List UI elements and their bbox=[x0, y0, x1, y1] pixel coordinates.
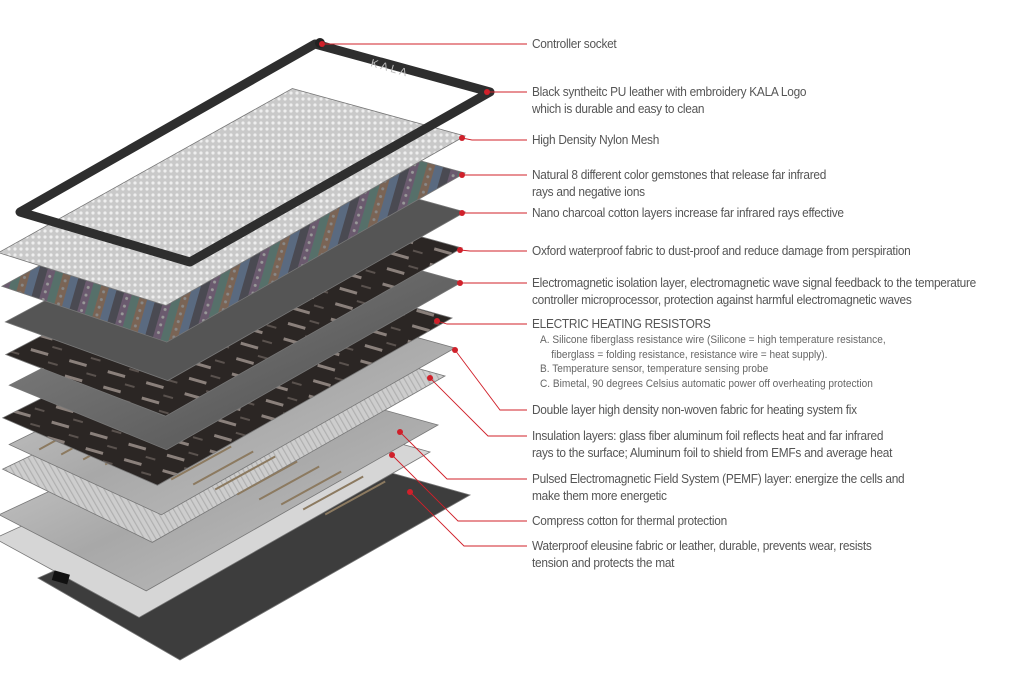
marker-dot bbox=[452, 347, 458, 353]
leader-line bbox=[399, 431, 527, 480]
label-line: Waterproof eleusine fabric or leather, d… bbox=[532, 538, 872, 553]
frame-border bbox=[15, 39, 495, 267]
pemf-pad bbox=[51, 570, 70, 585]
label-line: Oxford waterproof fabric to dust-proof a… bbox=[532, 243, 911, 258]
label-em-isolation: Electromagnetic isolation layer, electro… bbox=[532, 274, 976, 308]
leader-line bbox=[391, 454, 527, 522]
marker-dot bbox=[397, 429, 403, 435]
label-line: which is durable and easy to clean bbox=[532, 101, 705, 116]
marker-dot bbox=[427, 375, 433, 381]
marker-dot bbox=[459, 210, 465, 216]
label-line: make them more energetic bbox=[532, 488, 667, 503]
nylon-mesh-layer-surface bbox=[0, 88, 467, 306]
nylon-mesh-layer bbox=[0, 88, 467, 306]
label-line: Compress cotton for thermal protection bbox=[532, 513, 727, 528]
label-pu-leather-frame: Black syntheitc PU leather with embroide… bbox=[532, 83, 807, 117]
sub-item: B. Temperature sensor, temperature sensi… bbox=[540, 363, 769, 375]
leader-line bbox=[459, 249, 527, 252]
leader-line bbox=[436, 320, 527, 325]
label-line: Black syntheitc PU leather with embroide… bbox=[532, 84, 807, 99]
label-line: Insulation layers: glass fiber aluminum … bbox=[532, 428, 884, 443]
label-controller-socket: Controller socket bbox=[532, 35, 617, 52]
label-insulation: Insulation layers: glass fiber aluminum … bbox=[532, 427, 892, 461]
label-line: ELECTRIC HEATING RESISTORS bbox=[532, 316, 711, 331]
marker-dot bbox=[484, 89, 490, 95]
label-line: Nano charcoal cotton layers increase far… bbox=[532, 205, 844, 220]
label-line: controller microprocessor, protection ag… bbox=[532, 292, 912, 307]
marker-dot bbox=[319, 41, 325, 47]
label-charcoal-cotton: Nano charcoal cotton layers increase far… bbox=[532, 204, 844, 221]
leader-line bbox=[461, 137, 527, 141]
marker-dot bbox=[389, 452, 395, 458]
sub-item: A. Silicone fiberglass resistance wire (… bbox=[540, 334, 886, 346]
label-compress-cotton: Compress cotton for thermal protection bbox=[532, 512, 727, 529]
leader-line bbox=[429, 377, 527, 437]
label-waterproof-base: Waterproof eleusine fabric or leather, d… bbox=[532, 537, 872, 571]
label-line: High Density Nylon Mesh bbox=[532, 132, 660, 147]
marker-dot bbox=[434, 318, 440, 324]
leader-line bbox=[454, 349, 527, 411]
sublist-heating-resistors: A. Silicone fiberglass resistance wire (… bbox=[540, 333, 886, 391]
label-nonwoven-fabric: Double layer high density non-woven fabr… bbox=[532, 401, 857, 418]
sub-item: fiberglass = folding resistance, resista… bbox=[540, 348, 828, 361]
label-line: Natural 8 different color gemstones that… bbox=[532, 167, 827, 182]
marker-dot bbox=[407, 489, 413, 495]
label-nylon-mesh: High Density Nylon Mesh bbox=[532, 131, 659, 148]
leader-line bbox=[409, 491, 527, 547]
marker-dot bbox=[459, 172, 465, 178]
label-line: Double layer high density non-woven fabr… bbox=[532, 402, 857, 417]
label-heating-resistors: ELECTRIC HEATING RESISTORS bbox=[532, 315, 711, 332]
label-line: tension and protects the mat bbox=[532, 555, 675, 570]
sub-item: C. Bimetal, 90 degrees Celsius automatic… bbox=[540, 377, 873, 390]
marker-dot bbox=[459, 135, 465, 141]
label-line: Electromagnetic isolation layer, electro… bbox=[532, 275, 976, 290]
label-oxford-fabric: Oxford waterproof fabric to dust-proof a… bbox=[532, 242, 911, 259]
label-line: Pulsed Electromagnetic Field System (PEM… bbox=[532, 471, 905, 486]
label-line: rays and negative ions bbox=[532, 184, 645, 199]
label-line: Controller socket bbox=[532, 36, 617, 51]
marker-dot bbox=[457, 247, 463, 253]
marker-dot bbox=[457, 280, 463, 286]
label-line: rays to the surface; Aluminum foil to sh… bbox=[532, 445, 893, 460]
label-pemf: Pulsed Electromagnetic Field System (PEM… bbox=[532, 470, 905, 504]
label-gemstones: Natural 8 different color gemstones that… bbox=[532, 166, 826, 200]
